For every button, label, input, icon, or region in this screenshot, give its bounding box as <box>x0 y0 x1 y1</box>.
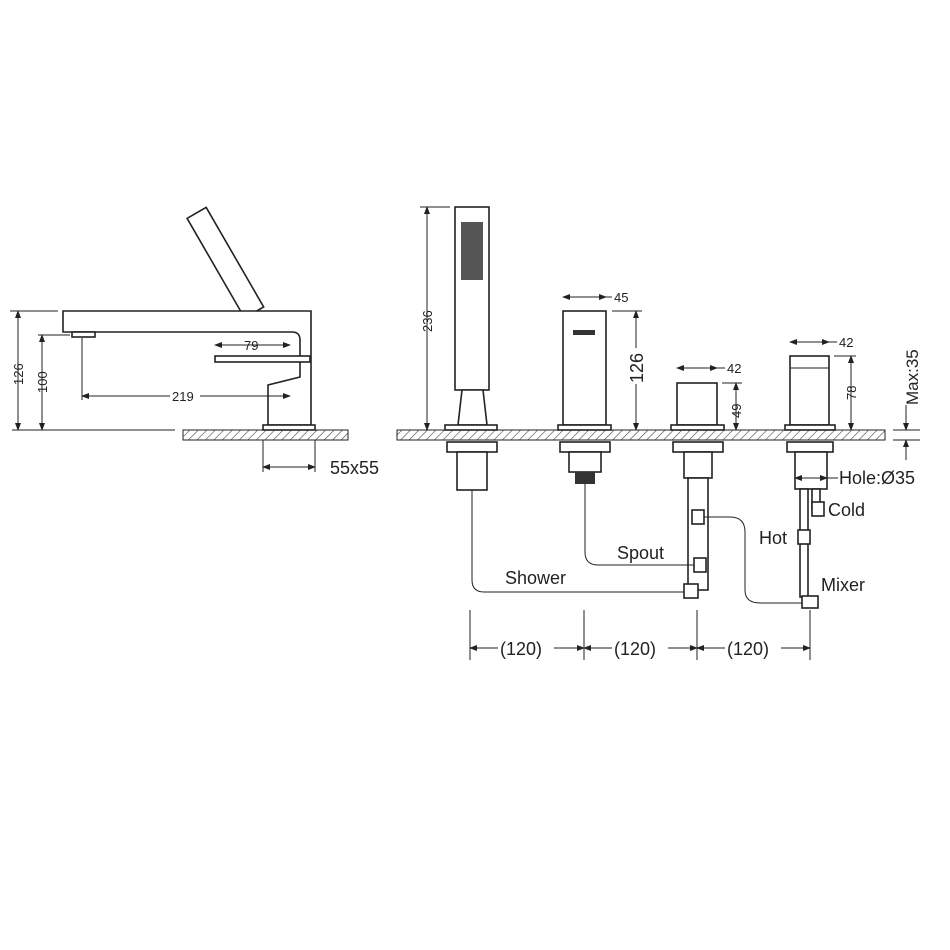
dim-236: 236 <box>420 310 435 332</box>
label-mixer: Mixer <box>821 575 865 595</box>
dim-42-valve: 42 <box>839 335 853 350</box>
arrow-up-icon <box>811 501 825 517</box>
spacing-dims: (120) (120) (120) <box>469 610 811 660</box>
dim-219: 219 <box>172 389 194 404</box>
dim-spacing-3: (120) <box>727 639 769 659</box>
hand-shower-side <box>186 206 265 320</box>
spout-body-side <box>62 310 312 426</box>
label-spout: Spout <box>617 543 664 563</box>
dim-45: 45 <box>614 290 628 305</box>
mixer-valve <box>784 355 836 598</box>
arrow-down-icon <box>683 583 699 599</box>
dim-49: 49 <box>729 404 744 418</box>
arrow-up-icon <box>691 509 705 525</box>
dim-126-spout: 126 <box>627 353 647 383</box>
arrow-down-icon <box>801 595 819 609</box>
dim-79: 79 <box>244 338 258 353</box>
label-hot: Hot <box>759 528 787 548</box>
bath-spout <box>557 310 612 484</box>
front-view: 236 45 126 42 49 42 78 Max:35 Hole:Ø35 C… <box>396 206 922 660</box>
label-cold: Cold <box>828 500 865 520</box>
dim-55x55: 55x55 <box>330 458 379 478</box>
dim-spacing-1: (120) <box>500 639 542 659</box>
dim-126: 126 <box>11 363 26 385</box>
dim-spacing-2: (120) <box>614 639 656 659</box>
spout-hose <box>584 484 700 566</box>
dim-max-35: Max:35 <box>903 349 922 405</box>
dim-100: 100 <box>35 371 50 393</box>
base-plate <box>262 424 316 431</box>
arrow-down-icon <box>693 557 707 573</box>
arrow-up-icon <box>797 529 811 545</box>
side-view: 126 100 219 79 55x55 <box>10 206 379 478</box>
dim-hole: Hole:Ø35 <box>839 468 915 488</box>
hand-shower <box>444 206 498 491</box>
label-shower: Shower <box>505 568 566 588</box>
spout-outlet <box>71 331 96 338</box>
dim-42-diverter: 42 <box>727 361 741 376</box>
lever-handle <box>214 355 311 363</box>
deck-hatch-front <box>396 429 886 441</box>
shower-hose <box>471 490 690 593</box>
deck-hatch <box>182 429 349 441</box>
mixer-hose <box>700 516 808 604</box>
dim-78: 78 <box>844 386 859 400</box>
